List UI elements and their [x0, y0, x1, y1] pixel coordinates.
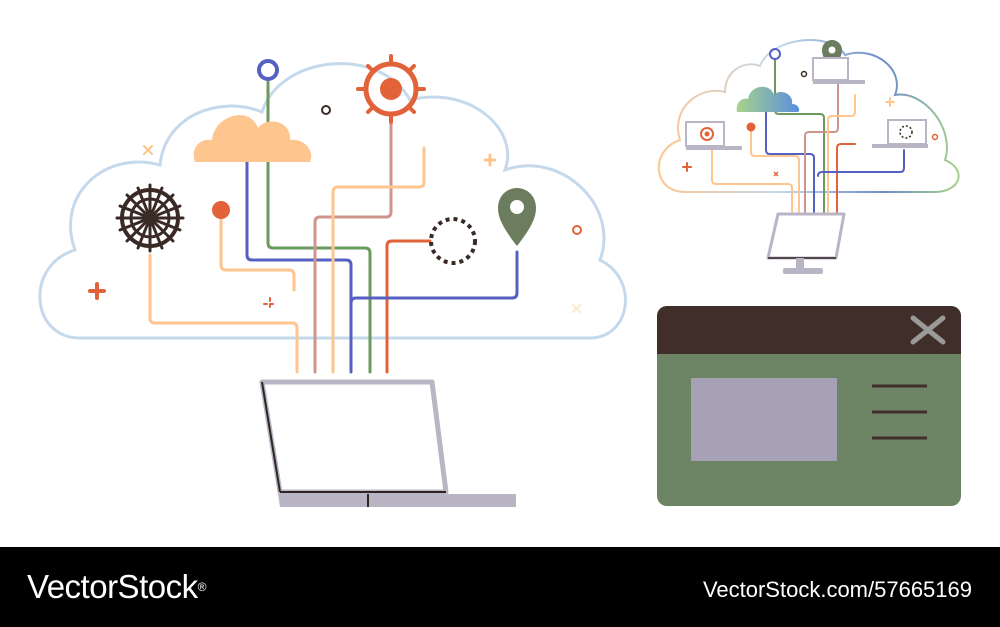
line-wheel — [148, 253, 299, 374]
mini-cloud-outline — [657, 39, 960, 193]
loading-circle-icon — [429, 217, 477, 265]
close-icon[interactable] — [910, 315, 946, 345]
watermark-footer: VectorStock® VectorStock.com/57665169 — [0, 547, 1000, 627]
window-header — [657, 306, 961, 354]
laptop-icon — [812, 57, 865, 84]
line-circle-green — [266, 80, 372, 374]
main-cloud-network — [38, 54, 627, 374]
trademark-symbol: ® — [197, 580, 207, 594]
mini-cloud-icon — [736, 86, 800, 112]
image-id: VectorStock.com/57665169 — [702, 577, 972, 602]
line-dot — [219, 218, 296, 292]
sparkle-icon — [88, 105, 582, 313]
line-loader-orange — [385, 239, 432, 374]
app-window-card — [657, 306, 961, 506]
line-peach-right — [331, 146, 426, 374]
orange-dot-icon — [212, 201, 230, 219]
node-circle-icon — [257, 59, 279, 81]
menu-icon[interactable] — [872, 384, 927, 440]
laptop-icon — [872, 119, 928, 148]
location-pin-icon — [498, 188, 536, 246]
line-cloud-blue — [245, 160, 353, 374]
ship-wheel-icon — [115, 183, 185, 253]
image-placeholder — [691, 378, 837, 461]
monitor-icon — [766, 212, 846, 274]
sparkle-icon — [682, 70, 939, 177]
brand-name: VectorStock — [27, 568, 198, 605]
brand-logo: VectorStock® — [27, 569, 206, 605]
line-gear-pink — [313, 120, 393, 374]
cloud-icon — [193, 115, 312, 162]
mini-cloud-network — [657, 39, 960, 274]
laptop-icon — [259, 379, 516, 507]
laptop-icon — [685, 121, 742, 150]
main-cloud-outline — [38, 62, 627, 340]
illustration-canvas — [38, 39, 961, 507]
line-pin-blue — [349, 250, 519, 305]
gear-icon — [356, 54, 426, 124]
